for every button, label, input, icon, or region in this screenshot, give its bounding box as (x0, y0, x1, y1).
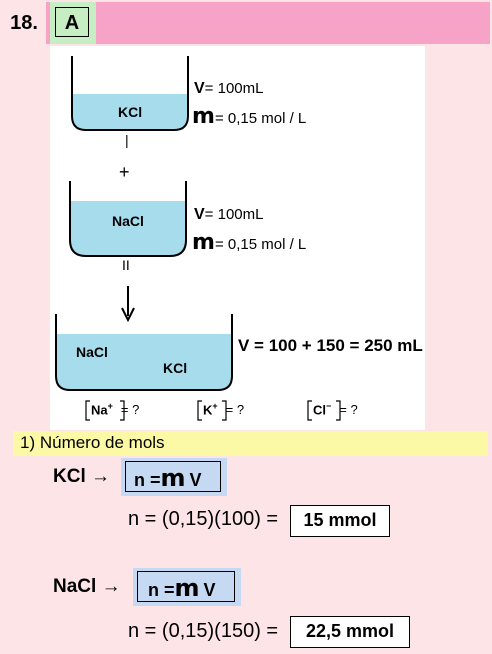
beaker-mix-volume: V = 100 + 150 = 250 mL (238, 336, 423, 355)
mixing-diagram: KCl | + NaCl II NaCl KCl V= 100mL m= 0,1… (50, 46, 425, 430)
mix-arrow-head (121, 307, 135, 323)
section-bar (13, 431, 488, 456)
kcl-label: KCl → (53, 466, 110, 487)
beaker-kcl-molarity: m= 0,15 mol / L (192, 104, 307, 129)
kcl-result: 15 mmol (290, 505, 390, 537)
separator-line: | (125, 132, 129, 148)
beaker-nacl-molarity: m= 0,15 mol / L (192, 230, 307, 255)
beaker-kcl-volume: V= 100mL (194, 80, 264, 97)
beakers-drawing (55, 56, 341, 421)
kcl-calculation: n = (0,15)(100) = (128, 508, 279, 530)
beaker-kcl-liquid (72, 94, 188, 130)
bracket-k (197, 400, 227, 421)
beaker-nacl-solute: NaCl (112, 213, 144, 229)
ion-cl-question: Cl−= ? (313, 401, 358, 418)
beaker-mix-liquid (56, 334, 232, 390)
ion-na-question: Na+= ? (91, 401, 140, 418)
equals-sign: II (122, 257, 130, 273)
nacl-result: 22,5 mmol (290, 616, 410, 648)
nacl-calculation: n = (0,15)(150) = (128, 620, 279, 642)
beaker-mix-solute-kcl: KCl (163, 360, 188, 376)
beaker-kcl-solute: KCl (118, 104, 143, 120)
bracket-na (85, 400, 125, 421)
beaker-nacl-volume: V= 100mL (194, 206, 264, 223)
beaker-nacl-liquid (70, 201, 186, 256)
beaker-nacl-outline (69, 181, 187, 257)
section-title: 1) Número de mols (20, 433, 165, 452)
ion-k-question: K+= ? (203, 401, 245, 418)
beaker-kcl-outline (71, 56, 189, 131)
plus-sign: + (119, 162, 130, 182)
nacl-label: NaCl → (53, 576, 121, 597)
beaker-mix-outline (55, 314, 233, 391)
beaker-mix-solute-nacl: NaCl (76, 344, 108, 360)
question-number: 18. (2, 2, 46, 44)
answer-box: A (55, 7, 89, 37)
bracket-cl (307, 400, 341, 421)
